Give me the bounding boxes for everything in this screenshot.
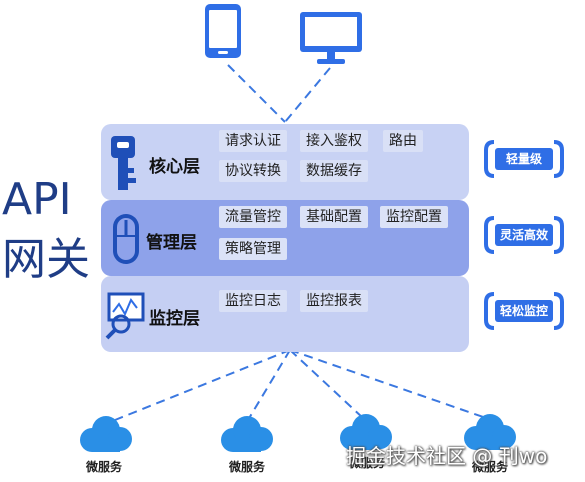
api-gateway-title-line1: API [2,174,72,225]
monitoring-layer-title: 监控层 [149,309,200,329]
core-layer: 核心层 请求认证 接入鉴权 路由 协议转换 数据缓存 [101,124,469,200]
feature-access-auth: 接入鉴权 [300,130,368,152]
microservice-label: 微服务 [229,460,266,474]
cloud-icon [464,414,516,450]
feature-monitor-report: 监控报表 [300,290,368,312]
desktop-monitor-icon [300,12,362,64]
mouse-icon [113,214,139,264]
microservice-label: 微服务 [472,460,509,474]
cloud-icon [221,416,273,452]
bracket-frame-icon [484,216,564,254]
feature-policy-management: 策略管理 [219,238,287,260]
monitoring-layer: 监控层 监控日志 监控报表 [101,276,469,352]
bracket-frame-icon [484,140,564,178]
feature-protocol-conversion: 协议转换 [219,160,287,182]
microservice-label: 微服务 [349,456,386,470]
microservice-label: 微服务 [86,460,123,474]
feature-monitor-config: 监控配置 [380,206,448,228]
badge-easy-monitoring: 轻松监控 [482,288,566,334]
cloud-icon [80,416,132,452]
management-layer: 管理层 流量管控 基础配置 监控配置 策略管理 [101,200,469,276]
management-layer-title: 管理层 [146,233,197,253]
feature-basic-config: 基础配置 [300,206,368,228]
monitor-chart-icon [105,292,145,340]
badge-lightweight: 轻量级 [482,136,566,182]
key-icon [111,136,136,190]
badge-lightweight-label: 轻量级 [495,148,553,170]
feature-traffic-control: 流量管控 [219,206,287,228]
feature-request-auth: 请求认证 [219,130,287,152]
badge-flexible-efficient: 灵活高效 [482,212,566,258]
feature-data-cache: 数据缓存 [300,160,368,182]
watermark: 掘金技术社区 @ 刊wo [346,444,548,468]
core-layer-title: 核心层 [149,157,200,177]
feature-routing: 路由 [383,130,423,152]
cloud-icon [340,414,392,450]
feature-monitor-log: 监控日志 [219,290,287,312]
mobile-phone-icon [205,4,241,58]
badge-easy-monitoring-label: 轻松监控 [495,300,553,322]
api-gateway-title-line2: 网关 [2,234,90,285]
badge-flexible-efficient-label: 灵活高效 [495,224,553,246]
bracket-frame-icon [484,292,564,330]
